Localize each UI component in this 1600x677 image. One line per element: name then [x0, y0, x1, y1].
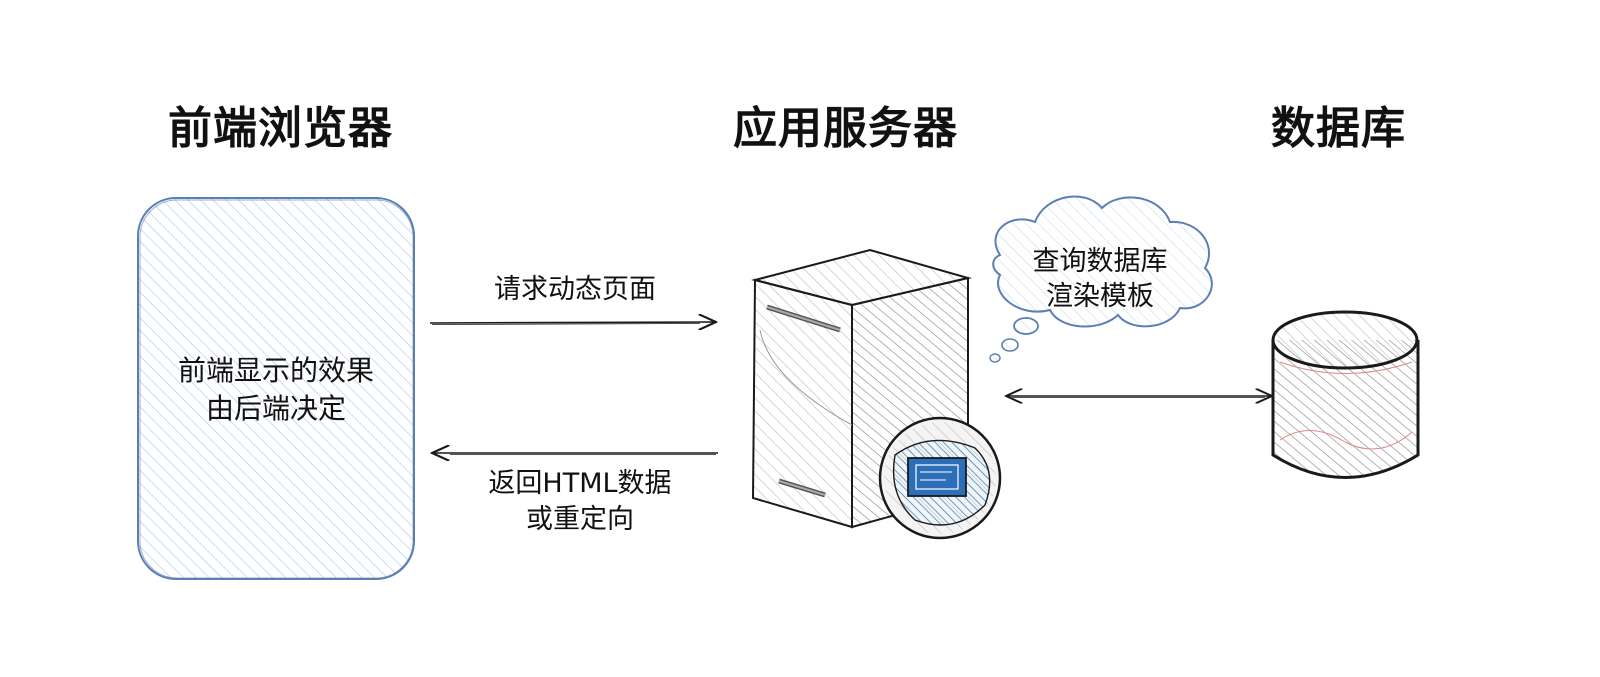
column-title-browser: 前端浏览器 — [168, 92, 393, 156]
response-label: 返回HTML数据 或重定向 — [430, 466, 730, 538]
browser-box-line1: 前端显示的效果 — [138, 352, 414, 390]
request-label-text: 请求动态页面 — [430, 272, 720, 308]
column-title-database: 数据库 — [1271, 92, 1406, 156]
database-cylinder-icon — [1273, 312, 1418, 478]
request-label: 请求动态页面 — [430, 272, 720, 308]
response-label-line1: 返回HTML数据 — [430, 466, 730, 502]
globe-icon — [880, 418, 1000, 538]
thought-bubble-text: 查询数据库 渲染模板 — [1010, 244, 1190, 314]
response-label-line2: 或重定向 — [430, 502, 730, 538]
response-arrow — [432, 453, 718, 455]
thought-bubble-line2: 渲染模板 — [1010, 279, 1190, 314]
column-title-server: 应用服务器 — [733, 92, 958, 156]
server-database-arrow — [1006, 396, 1272, 398]
browser-box-line2: 由后端决定 — [138, 390, 414, 428]
browser-box-text: 前端显示的效果 由后端决定 — [138, 352, 414, 428]
request-arrow — [430, 322, 716, 325]
thought-bubble-line1: 查询数据库 — [1010, 244, 1190, 279]
